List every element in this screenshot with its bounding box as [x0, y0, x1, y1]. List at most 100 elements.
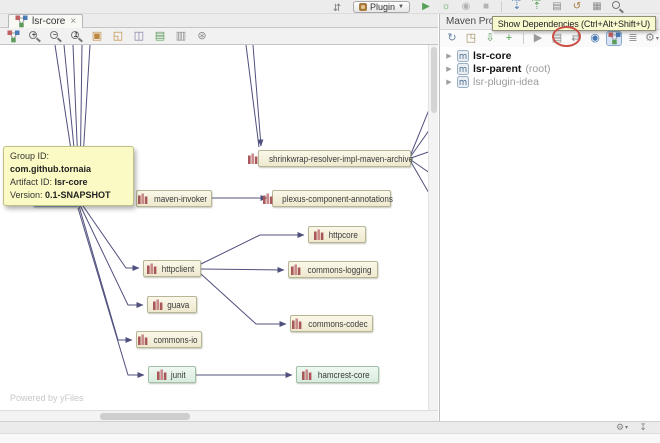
graph-node-label: commons-io — [153, 334, 198, 345]
reimport-projects-icon[interactable]: ↻ — [447, 32, 457, 44]
library-icon — [263, 193, 273, 204]
graph-node-shrinkwrap-resolver-impl-maven-archive[interactable]: shrinkwrap-resolver-impl-maven-archive — [247, 150, 414, 167]
library-icon — [137, 334, 148, 345]
graph-node-hamcrest-core[interactable]: hamcrest-core — [296, 366, 379, 383]
maven-module-icon: m — [457, 75, 469, 88]
zoom-selection-icon[interactable]: ◱ — [112, 29, 124, 42]
run-configuration-dropdown[interactable]: Plugin ▼ — [353, 0, 410, 13]
canvas-vertical-scrollbar[interactable] — [428, 45, 438, 410]
layout-icon[interactable] — [6, 30, 20, 43]
save-icon[interactable]: ◫ — [133, 29, 145, 42]
print-icon[interactable]: ▥ — [175, 29, 187, 42]
library-icon — [291, 318, 302, 329]
graph-toolbar: +−1 ▣ ◱ ◫ ▤ ▥ ⊛ — [0, 28, 438, 45]
tree-item-suffix: (root) — [525, 62, 551, 75]
graph-node-maven-invoker[interactable]: maven-invoker — [136, 190, 212, 207]
graph-node-plexus-component-annotations[interactable]: plexus-component-annotations — [263, 190, 394, 207]
vcs-commit-icon[interactable]: ⇡VCS — [531, 0, 542, 12]
library-icon — [153, 299, 163, 310]
tooltip-row: Artifact ID: lsr-core — [10, 177, 88, 188]
graph-node-guava[interactable]: guava — [147, 296, 197, 313]
red-circle-annotation — [552, 26, 581, 47]
svg-text:m: m — [459, 78, 467, 88]
powered-by-watermark: Powered by yFiles — [10, 393, 84, 403]
library-icon — [147, 263, 157, 274]
dependency-edges — [54, 45, 438, 378]
editor-tab-bar: lsr-core × — [0, 14, 438, 28]
graph-node-commons-io[interactable]: commons-io — [136, 331, 202, 348]
graph-node-label: junit — [171, 369, 186, 380]
link-icon[interactable]: ⊛ — [197, 29, 207, 42]
show-dependencies-icon[interactable] — [606, 31, 622, 46]
structure-icon[interactable]: ▦ — [592, 0, 602, 12]
canvas-horizontal-scrollbar[interactable] — [0, 410, 438, 421]
run-configuration-label: Plugin — [370, 1, 396, 12]
generate-sources-icon[interactable]: ◳ — [465, 32, 477, 44]
svg-text:m: m — [459, 65, 467, 75]
run-build-icon[interactable]: ▶ — [533, 32, 543, 44]
bottom-toolbar: ⚙▾ ↧ — [0, 421, 660, 433]
maven-settings-gear-icon[interactable]: ⚙▾ — [645, 32, 659, 44]
toolbar-separator — [501, 1, 502, 12]
patch-icon[interactable]: ▤ — [552, 0, 562, 12]
graph-node-commons-logging[interactable]: commons-logging — [288, 261, 378, 278]
library-icon — [290, 264, 301, 275]
filter-icon[interactable]: ≣ — [628, 32, 638, 44]
library-icon — [137, 193, 148, 204]
chevron-down-icon: ▼ — [398, 3, 404, 10]
bottom-settings-gear-icon[interactable]: ⚙▾ — [615, 422, 629, 432]
graph-node-httpclient[interactable]: httpclient — [143, 260, 201, 277]
graph-node-commons-codec[interactable]: commons-codec — [290, 315, 373, 332]
graph-node-label: httpclient — [162, 263, 195, 274]
toolbar-separator — [523, 33, 524, 44]
zoom-out-icon[interactable]: − — [48, 30, 62, 43]
tab-lsr-core[interactable]: lsr-core × — [8, 14, 84, 28]
bottom-hide-icon[interactable]: ↧ — [639, 422, 647, 432]
skip-tests-icon[interactable]: ◉ — [590, 32, 600, 44]
chevron-right-icon[interactable]: ▶ — [446, 52, 452, 60]
main-toolbar: ⇵ Plugin ▼ ▶ ☼ ◉ ■ ⇣VCS ⇡VCS ▤ ↺ ▦ — [0, 0, 660, 14]
vcs-update-icon[interactable]: ⇣VCS — [511, 0, 522, 12]
graph-node-label: guava — [167, 299, 190, 310]
add-maven-project-icon[interactable]: + — [505, 32, 513, 44]
graph-node-httpcore[interactable]: httpcore — [308, 226, 366, 243]
chevron-right-icon[interactable]: ▶ — [446, 65, 452, 73]
arrange-icon[interactable]: ⇵ — [332, 2, 342, 14]
debug-icon[interactable]: ☼ — [441, 0, 451, 12]
tree-item-label: lsr-plugin-idea — [473, 75, 539, 88]
maven-projects-panel: Maven Projects ⚙▾⇥ ↻◳⇩+▶▤⇄◉≣⚙▾ ▶mlsr-cor… — [439, 14, 660, 421]
export-image-icon[interactable]: ▤ — [154, 29, 166, 42]
maven-module-icon: m — [457, 62, 469, 75]
graph-node-label: shrinkwrap-resolver-impl-maven-archive — [268, 153, 414, 164]
maven-panel-toolbar: ↻◳⇩+▶▤⇄◉≣⚙▾ — [440, 30, 660, 47]
library-icon — [302, 369, 312, 380]
graph-node-label: httpcore — [328, 229, 359, 240]
actual-size-icon[interactable]: 1 — [69, 30, 83, 43]
tooltip-row: Group ID: com.github.tornaia — [10, 151, 91, 175]
tree-item-lsr-plugin-idea[interactable]: ▶ m lsr-plugin-idea — [440, 75, 660, 88]
zoom-in-icon[interactable]: + — [27, 30, 41, 43]
library-icon — [157, 369, 167, 380]
library-icon — [314, 229, 324, 240]
run-icon[interactable]: ▶ — [422, 0, 430, 12]
coverage-icon[interactable]: ◉ — [461, 0, 471, 12]
download-sources-icon[interactable]: ⇩ — [485, 32, 495, 44]
graph-node-junit[interactable]: junit — [148, 366, 196, 383]
tree-item-label: lsr-core — [473, 49, 512, 62]
graph-node-label: plexus-component-annotations — [282, 193, 394, 204]
fit-content-icon[interactable]: ▣ — [91, 29, 103, 42]
search-icon[interactable] — [610, 0, 624, 13]
chevron-right-icon[interactable]: ▶ — [446, 78, 452, 86]
close-icon[interactable]: × — [70, 16, 77, 27]
tab-label: lsr-core — [32, 16, 66, 27]
undo-icon[interactable]: ↺ — [572, 0, 582, 12]
graph-node-label: hamcrest-core — [318, 369, 370, 380]
graph-node-label: commons-codec — [308, 318, 368, 329]
stop-icon[interactable]: ■ — [482, 0, 490, 12]
